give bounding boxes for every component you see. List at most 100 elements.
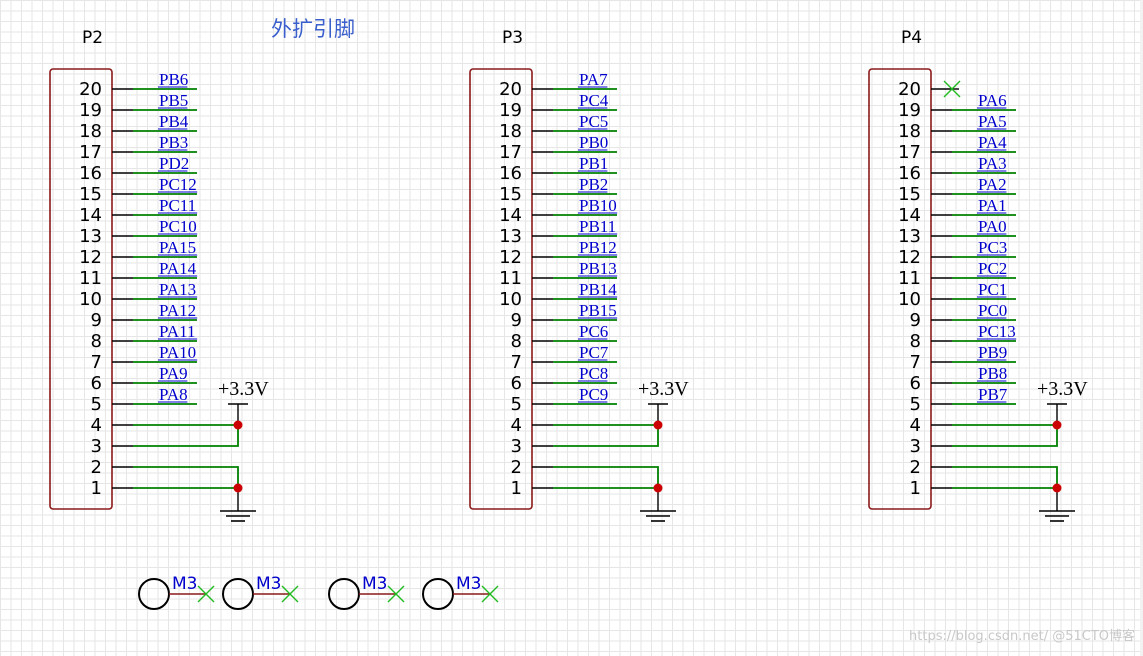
pin-number: 1	[910, 478, 921, 499]
connector-p4: P42019181716151413121110987654321PA6PA5P…	[868, 28, 1088, 522]
pin-number: 18	[499, 121, 522, 142]
net-label: PA5	[978, 112, 1007, 131]
net-label: PA15	[159, 238, 196, 257]
pin-number: 2	[910, 457, 921, 478]
pin-number: 11	[499, 268, 522, 289]
net-label: PA13	[159, 280, 196, 299]
scrollbar[interactable]	[1140, 0, 1143, 656]
wire-pin2	[952, 466, 1058, 488]
connector-p3: P32019181716151413121110987654321PA7PC4P…	[469, 28, 689, 522]
net-label: PA9	[159, 364, 188, 383]
net-label: PB7	[978, 385, 1008, 404]
pin-number: 4	[910, 415, 921, 436]
net-label: PB14	[579, 280, 617, 299]
mounting-holes-layer: M3 M3 M3 M3	[138, 574, 499, 610]
ground-icon	[640, 510, 676, 522]
mounting-hole: M3	[138, 574, 215, 610]
net-label: PC7	[579, 343, 609, 362]
net-label: PB3	[159, 133, 188, 152]
connector-p2: P22019181716151413121110987654321PB6PB5P…	[49, 28, 269, 522]
pin-number: 6	[91, 373, 102, 394]
pin-number: 17	[499, 142, 522, 163]
connector-designator: P3	[502, 28, 523, 48]
net-label: PC9	[579, 385, 608, 404]
pin-number: 14	[898, 205, 921, 226]
net-label: PB6	[159, 70, 188, 89]
pin-number: 10	[898, 289, 921, 310]
vcc-label: +3.3V	[218, 378, 269, 400]
pin-number: 2	[91, 457, 102, 478]
net-label: PC1	[978, 280, 1007, 299]
no-connect-icon	[387, 585, 405, 603]
hole-label: M3	[172, 574, 197, 594]
pin-number: 20	[499, 79, 522, 100]
pin-number: 7	[511, 352, 522, 373]
net-label: PA10	[159, 343, 196, 362]
pin-number: 4	[511, 415, 522, 436]
net-label: PB10	[579, 196, 617, 215]
connectors-layer: P22019181716151413121110987654321PB6PB5P…	[49, 28, 1088, 522]
net-label: PA2	[978, 175, 1007, 194]
net-label: PB13	[579, 259, 617, 278]
junction-dot	[233, 420, 243, 430]
net-label: PB15	[579, 301, 617, 320]
pin-number: 5	[910, 394, 921, 415]
pin-number: 17	[79, 142, 102, 163]
pin-number: 8	[910, 331, 921, 352]
pin-number: 3	[910, 436, 921, 457]
pin-number: 5	[511, 394, 522, 415]
pin-number: 15	[898, 184, 921, 205]
pin-number: 13	[79, 226, 102, 247]
hole-label: M3	[256, 574, 281, 594]
net-label: PA3	[978, 154, 1007, 173]
pin-number: 11	[898, 268, 921, 289]
pin-number: 15	[499, 184, 522, 205]
pin-number: 16	[79, 163, 102, 184]
net-label: PA7	[579, 70, 608, 89]
connector-body	[868, 68, 932, 510]
vcc-label: +3.3V	[1037, 378, 1088, 400]
net-label: PC0	[978, 301, 1007, 320]
net-label: PB12	[579, 238, 617, 257]
junction-dot	[233, 483, 243, 493]
hole-circle	[222, 578, 254, 610]
ground-icon	[1039, 510, 1075, 522]
pin-number: 12	[79, 247, 102, 268]
pin-number: 18	[898, 121, 921, 142]
pin-number: 13	[898, 226, 921, 247]
pin-number: 5	[91, 394, 102, 415]
connector-designator: P2	[82, 28, 103, 48]
mounting-hole: M3	[222, 574, 299, 610]
wire-pin3	[952, 425, 1058, 447]
hole-circle	[422, 578, 454, 610]
net-label: PA4	[978, 133, 1007, 152]
pin-number: 20	[898, 79, 921, 100]
no-connect-icon	[281, 585, 299, 603]
pin-number: 14	[79, 205, 102, 226]
pin-number: 19	[898, 100, 921, 121]
net-label: PA6	[978, 91, 1007, 110]
pin-number: 14	[499, 205, 522, 226]
net-label: PB9	[978, 343, 1007, 362]
no-connect-icon	[197, 585, 215, 603]
hole-circle	[138, 578, 170, 610]
net-label: PC10	[159, 217, 197, 236]
watermark: https://blog.csdn.net/ @51CTO博客	[909, 629, 1135, 644]
junction-dot	[1052, 420, 1062, 430]
hole-label: M3	[362, 574, 387, 594]
pin-number: 9	[910, 310, 921, 331]
net-label: PC3	[978, 238, 1007, 257]
net-label: PA12	[159, 301, 196, 320]
net-label: PA11	[159, 322, 196, 341]
hole-label: M3	[456, 574, 481, 594]
pin-number: 15	[79, 184, 102, 205]
wire-pin3	[553, 425, 659, 447]
net-label: PB8	[978, 364, 1007, 383]
pin-number: 13	[499, 226, 522, 247]
mounting-hole: M3	[422, 574, 499, 610]
wire-pin2	[553, 466, 659, 488]
wire-pin3	[133, 425, 239, 447]
pin-number: 4	[91, 415, 102, 436]
pin-number: 20	[79, 79, 102, 100]
